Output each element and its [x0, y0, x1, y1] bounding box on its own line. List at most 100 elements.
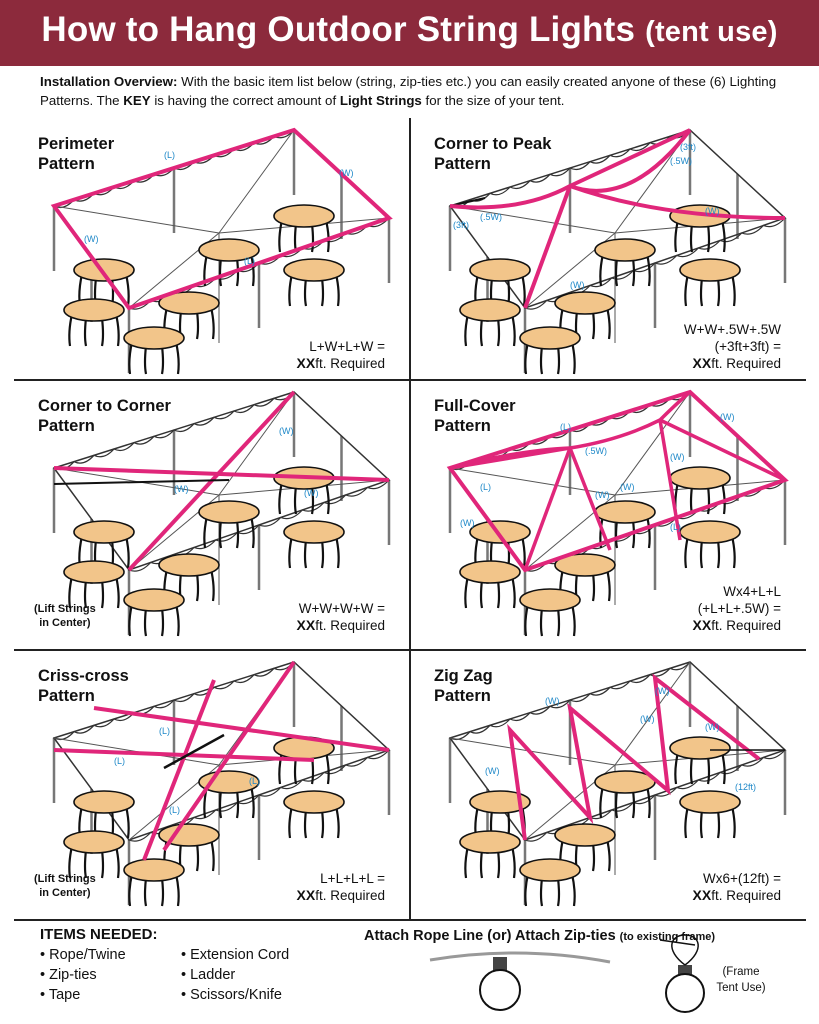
string-lights — [50, 127, 393, 311]
measure-label: (W) — [304, 488, 319, 498]
table — [669, 736, 731, 785]
length-formula: Wx4+L+L(+L+L+.5W) =XXft. Required — [693, 583, 781, 634]
formula-line-2: (+3ft+3ft) = — [714, 339, 781, 354]
measure-label: (W) — [460, 518, 475, 528]
pattern-title-line-2: Pattern — [38, 155, 95, 173]
measure-label: (3ft) — [453, 220, 469, 230]
attach-zip-note: (to existing frame) — [619, 931, 716, 943]
divider — [409, 118, 411, 919]
bulb-socket-icon — [493, 957, 507, 971]
measure-label: (L) — [114, 756, 125, 766]
pattern-title-line-1: Corner to Corner — [38, 397, 171, 415]
note-line-2: in Center) — [39, 887, 91, 899]
measure-label: (W) — [279, 426, 294, 436]
required-amount: XX — [296, 887, 316, 903]
required-amount: XX — [692, 617, 712, 633]
measure-label: (.5W) — [480, 212, 502, 222]
measure-label: (W) — [595, 490, 610, 500]
measure-label: (W) — [655, 686, 670, 696]
formula-line-1: W+W+W+W = — [298, 601, 385, 616]
table — [158, 823, 220, 872]
measure-label: (W) — [84, 234, 99, 244]
header-banner: How to Hang Outdoor String Lights (tent … — [0, 0, 819, 66]
item-rope: • Rope/Twine — [40, 947, 126, 963]
item-ladder: • Ladder — [181, 967, 236, 983]
table — [679, 520, 741, 569]
measure-label: (W) — [620, 482, 635, 492]
table — [63, 830, 125, 879]
tent-diagram: (W)(W)(W)(W)(W)(12ft) — [448, 661, 787, 907]
table — [554, 823, 616, 872]
tent-diagram: (W)(W)(W) — [52, 390, 391, 637]
pattern-title-line-1: Corner to Peak — [434, 135, 552, 153]
zip-bulb-socket-icon — [678, 965, 692, 979]
required-text: ft. Required — [315, 356, 385, 371]
table — [679, 790, 741, 839]
measure-label: (W) — [670, 452, 685, 462]
attach-zip-label: Attach Zip-ties — [514, 928, 616, 944]
note-line-1: (Lift Strings — [34, 873, 96, 885]
attach-or: (or) — [487, 928, 512, 944]
table — [73, 258, 135, 307]
length-formula: W+W+.5W+.5W(+3ft+3ft) =XXft. Required — [684, 321, 781, 372]
intro-key: KEY — [123, 93, 151, 108]
pattern-title-line-1: Perimeter — [38, 135, 115, 153]
title-text: How to Hang Outdoor String Lights — [41, 10, 636, 49]
pattern-panel: (3ft)(.5W)(W)(3ft)(.5W)(W)Corner to Peak… — [410, 118, 805, 378]
measure-label: (L) — [480, 482, 491, 492]
pattern-title-line-2: Pattern — [434, 687, 491, 705]
item-tape: • Tape — [40, 987, 81, 1003]
frame-note-2: Tent Use) — [716, 982, 766, 994]
tent-diagram: (L)(L)(L)(L) — [52, 660, 391, 907]
table — [123, 858, 185, 907]
measure-label: (L) — [249, 776, 260, 786]
table — [123, 588, 185, 637]
length-formula: L+W+L+W =XXft. Required — [297, 338, 385, 372]
table — [459, 560, 521, 609]
item-extension-cord: • Extension Cord — [181, 947, 290, 963]
table — [554, 291, 616, 340]
measure-label: (W) — [720, 412, 735, 422]
table — [594, 770, 656, 819]
rope-line-icon — [429, 951, 611, 964]
measure-label: (W) — [545, 696, 560, 706]
length-formula: W+W+W+W =XXft. Required — [297, 600, 385, 634]
measure-label: (L) — [560, 422, 571, 432]
required-amount: XX — [692, 355, 712, 371]
note-line-2: in Center) — [39, 617, 91, 629]
table — [198, 238, 260, 287]
item-scissors: • Scissors/Knife — [181, 987, 282, 1003]
table — [73, 790, 135, 839]
table — [198, 500, 260, 549]
items-needed-title: ITEMS NEEDED: — [40, 926, 158, 943]
required-text: ft. Required — [711, 888, 781, 903]
intro-strings: Light Strings — [339, 93, 422, 108]
measure-label: (12ft) — [735, 782, 756, 792]
measure-label: (L) — [159, 726, 170, 736]
required-text: ft. Required — [315, 888, 385, 903]
table — [469, 258, 531, 307]
attach-rope-label: Attach Rope Line — [364, 928, 484, 944]
intro-text-2: is having the correct amount of — [150, 93, 340, 108]
required-text: ft. Required — [711, 618, 781, 633]
intro-text-3: for the size of your tent. — [421, 93, 565, 108]
table — [669, 466, 731, 515]
intro-text-1: With the basic item list below (string, … — [40, 74, 777, 108]
formula-line-1: Wx6+(12ft) = — [702, 871, 781, 886]
tent-diagram: (L)(W)(W)(L) — [50, 127, 393, 375]
table — [594, 238, 656, 287]
measure-label: (W) — [640, 714, 655, 724]
tent-diagram: (3ft)(.5W)(W)(3ft)(.5W)(W) — [448, 128, 787, 375]
table — [459, 298, 521, 347]
length-formula: Wx6+(12ft) =XXft. Required — [693, 870, 781, 904]
table — [519, 326, 581, 375]
required-amount: XX — [296, 617, 316, 633]
